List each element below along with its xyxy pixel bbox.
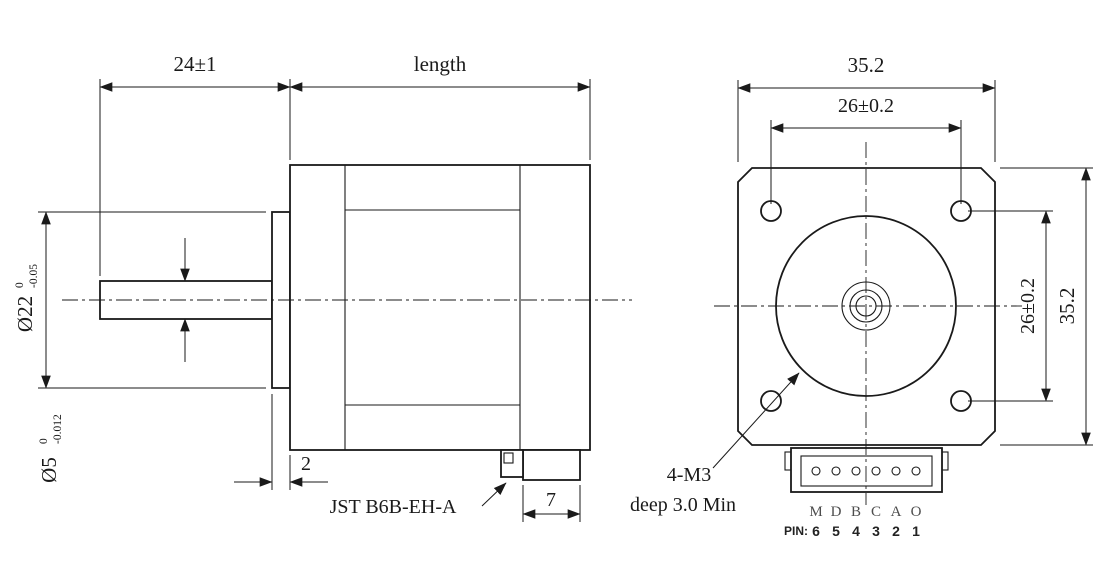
pin-4-hole	[851, 466, 861, 476]
pin-number-5: 5	[832, 523, 840, 539]
dim-shaft-diameter: Ø5 0 -0.012	[37, 238, 190, 483]
dim-shaft-tol-upper: 0	[38, 438, 50, 444]
dim-shaft-extension: 24±1	[99, 52, 291, 276]
dim-overall-height-text: 35.2	[1055, 288, 1079, 325]
pin-number-6: 6	[812, 523, 820, 539]
connector-tab-left	[784, 451, 792, 471]
pin-letter-d: D	[831, 504, 842, 520]
mount-hole-callout-line1: 4-M3	[667, 464, 711, 486]
dim-pilot-tol-lower: -0.05	[28, 264, 40, 288]
dim-hole-spacing-horizontal: 26±0.2	[770, 95, 962, 204]
connector-callout: JST B6B-EH-A	[330, 482, 507, 518]
dim-shaft-diameter-text: Ø5	[37, 457, 61, 483]
front-view: 35.2 26±0.2 26±0.2 35.2	[630, 53, 1093, 539]
dim-body-length: length	[289, 52, 591, 160]
dim-shaft-extension-text: 24±1	[173, 52, 216, 76]
pin-number-3: 3	[872, 523, 880, 539]
side-view: 24±1 length Ø22 0 -0.05 Ø5 0	[13, 52, 632, 522]
front-connector	[784, 447, 949, 493]
pin-number-4: 4	[852, 523, 860, 539]
pin-label: PIN:	[784, 524, 808, 538]
motor-body	[289, 164, 591, 451]
pin-letter-m: M	[809, 504, 822, 520]
dim-shaft-tol-lower: -0.012	[52, 414, 64, 444]
pin-number-1: 1	[912, 523, 920, 539]
dim-hole-spacing-vertical: 26±0.2	[968, 210, 1053, 402]
dim-rear-protrusion-text: 7	[546, 489, 556, 511]
dim-hole-spacing-vertical-text: 26±0.2	[1017, 278, 1039, 334]
dim-rear-protrusion: 7	[522, 485, 581, 522]
dim-body-length-text: length	[414, 52, 467, 76]
connector-outer	[790, 447, 943, 493]
dim-boss-protrusion-text: 2	[301, 453, 311, 475]
pin-letter-b: B	[851, 504, 861, 520]
pin-letter-o: O	[911, 504, 922, 520]
pin-1-hole	[911, 466, 921, 476]
connector-tab-right	[941, 451, 949, 471]
dim-boss-protrusion: 2	[234, 394, 328, 490]
pin-3-hole	[871, 466, 881, 476]
dim-hole-spacing-horizontal-text: 26±0.2	[838, 95, 894, 117]
pin-6-hole	[811, 466, 821, 476]
pin-2-hole	[891, 466, 901, 476]
pin-letter-c: C	[871, 504, 881, 520]
mount-hole-bottom-left	[760, 390, 782, 412]
rear-housing-bump	[522, 449, 581, 481]
connector-inner	[800, 455, 933, 487]
dim-pilot-tol-upper: 0	[14, 282, 26, 288]
connector-pin-detail	[503, 452, 514, 464]
mount-hole-callout: 4-M3 deep 3.0 Min	[630, 372, 800, 516]
dim-pilot-diameter-text: Ø22	[13, 296, 37, 332]
dim-overall-height: 35.2	[1000, 167, 1093, 446]
mount-hole-callout-line2: deep 3.0 Min	[630, 494, 736, 516]
dim-overall-width: 35.2	[737, 53, 996, 162]
pin-letter-a: A	[891, 504, 902, 520]
pinout-labels: M D B C A O PIN: 6 5 4 3 2 1	[784, 504, 922, 539]
pin-number-2: 2	[892, 523, 900, 539]
connector-callout-text: JST B6B-EH-A	[330, 496, 457, 518]
pin-5-hole	[831, 466, 841, 476]
dim-pilot-diameter: Ø22 0 -0.05	[13, 211, 266, 389]
dim-overall-width-text: 35.2	[848, 53, 885, 77]
